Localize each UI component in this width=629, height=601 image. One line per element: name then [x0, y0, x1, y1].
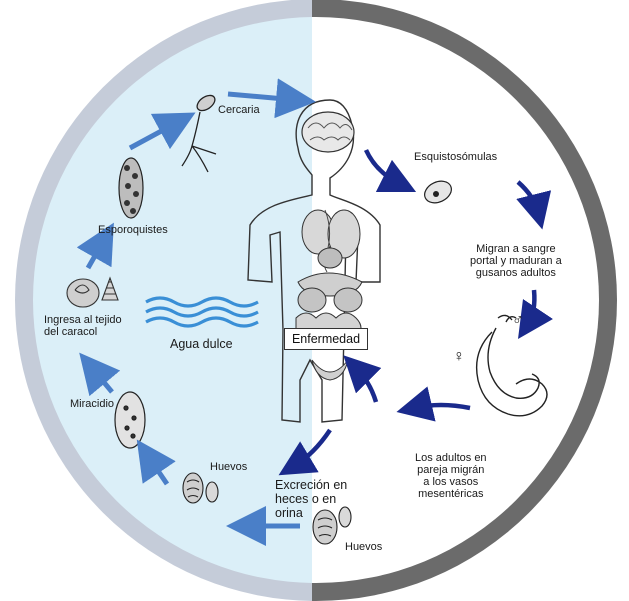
label-migrate-blood: Migran a sangre portal y maduran a gusan… [470, 243, 562, 279]
label-snail-tissue: Ingresa al tejido del caracol [44, 314, 122, 338]
male-symbol: ♂ [512, 314, 524, 328]
label-excretion: Excreción en heces o en orina [275, 478, 347, 520]
label-cercaria: Cercaria [218, 104, 260, 116]
sporocyst-icon [119, 158, 143, 218]
label-miracidio: Miracidio [70, 398, 114, 410]
disease-label-box: Enfermedad [284, 328, 368, 350]
label-esporoquistes: Esporoquistes [98, 224, 168, 236]
label-schistosomula: Esquistosómulas [414, 151, 497, 163]
label-eggs-bottom: Huevos [345, 541, 382, 553]
brain-icon [302, 112, 354, 152]
label-eggs-top: Huevos [210, 461, 247, 473]
miracidium-icon [115, 392, 145, 448]
label-adults-pair: Los adultos en pareja migrán a los vasos… [415, 452, 487, 500]
female-symbol: ♀ [453, 350, 465, 364]
label-fresh-water: Agua dulce [170, 337, 233, 351]
